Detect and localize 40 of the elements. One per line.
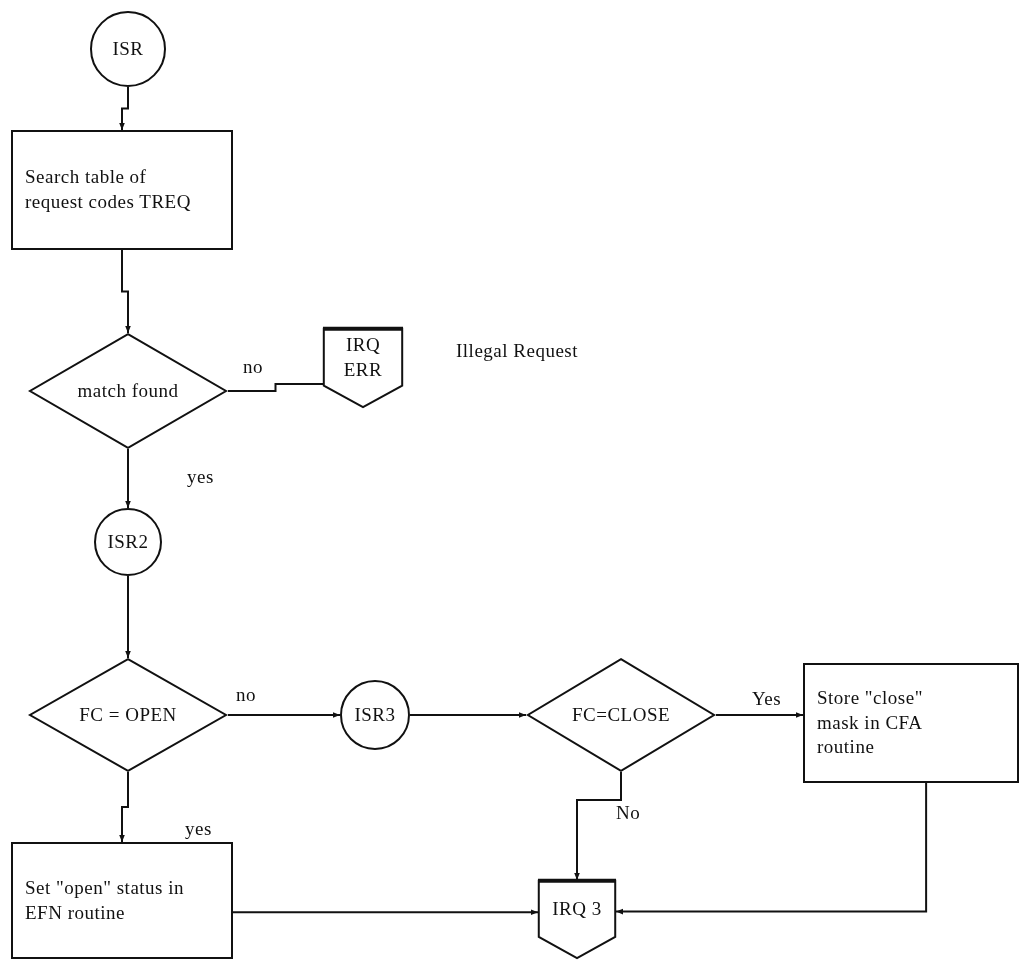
node-label: ISR3 — [354, 702, 396, 727]
process-box — [11, 130, 233, 250]
decision-diamond — [28, 333, 228, 449]
connector-arrow — [232, 909, 539, 915]
note-text: Illegal Request — [456, 340, 578, 362]
edge-label: no — [243, 356, 263, 378]
node-label: Set "open" status in EFN routine — [25, 875, 185, 925]
node-label: FC = OPEN — [79, 702, 177, 727]
connector-arrow — [409, 712, 527, 718]
edge-label: yes — [185, 818, 212, 840]
connector-arrow — [121, 249, 131, 334]
connector-arrow — [715, 712, 804, 718]
node-label: IRQ 3 — [552, 897, 602, 922]
connector-arrow — [119, 86, 129, 131]
process-box — [11, 842, 233, 959]
node-label: ISR2 — [107, 529, 149, 554]
connector-circle — [94, 508, 162, 576]
node-label: IRQ ERR — [342, 333, 384, 382]
connector-arrow — [615, 782, 928, 915]
edge-label: yes — [187, 466, 214, 488]
decision-diamond — [526, 658, 716, 772]
connector-arrow — [125, 448, 131, 509]
edge-label: Yes — [752, 688, 782, 710]
edge-label: No — [616, 802, 641, 824]
node-label: FC=CLOSE — [571, 702, 671, 727]
connector-arrow — [125, 575, 131, 659]
process-box — [803, 663, 1019, 783]
node-label: ISR — [112, 36, 144, 61]
connector-arrow — [227, 712, 341, 718]
connector-arrow — [119, 771, 129, 843]
connector-circle — [340, 680, 410, 750]
node-label: Search table of request codes TREQ — [25, 165, 192, 214]
node-label: match found — [77, 378, 179, 403]
decision-diamond — [28, 658, 228, 772]
edge-label: no — [236, 684, 256, 706]
connector-arrow — [574, 771, 622, 881]
connector-circle — [90, 11, 166, 87]
off-page-connector — [538, 880, 616, 959]
off-page-connector — [323, 328, 403, 408]
node-label: Store "close" mask in CFA routine — [817, 685, 924, 760]
